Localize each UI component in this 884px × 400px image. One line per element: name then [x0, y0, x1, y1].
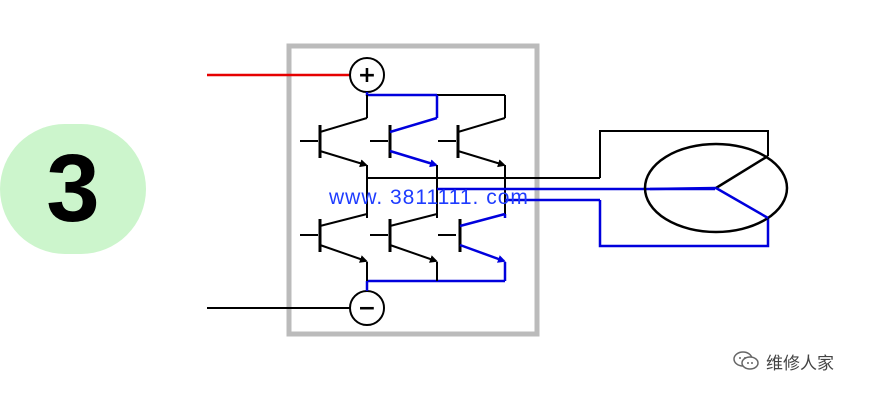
phase-output-c-route: [598, 200, 770, 248]
negative-symbol: −: [358, 296, 376, 321]
motor-winding-circle: [643, 142, 789, 234]
transistor-lower-b: [370, 213, 438, 263]
transistor-upper-b: [370, 116, 438, 218]
wechat-icon: [733, 351, 759, 370]
positive-terminal: +: [349, 57, 385, 93]
step-number: 3: [46, 135, 100, 242]
motor-winding-b: [649, 186, 717, 191]
motor: [643, 142, 789, 234]
negative-terminal: −: [349, 290, 385, 326]
brand-name: 维修人家: [766, 353, 834, 374]
transistor-lower-a: [300, 213, 368, 263]
transistor-upper-a: [300, 117, 368, 218]
brand-label: 维修人家: [732, 348, 834, 374]
phase-output-a-route: [599, 130, 769, 178]
step-badge: 3: [0, 124, 146, 254]
motor-winding-a: [715, 154, 769, 190]
positive-symbol: +: [358, 63, 376, 88]
transistor-upper-c: [438, 117, 506, 218]
motor-winding-c: [715, 186, 769, 220]
watermark-text: www. 3811111. com: [329, 186, 529, 209]
transistor-lower-c: [438, 212, 507, 263]
